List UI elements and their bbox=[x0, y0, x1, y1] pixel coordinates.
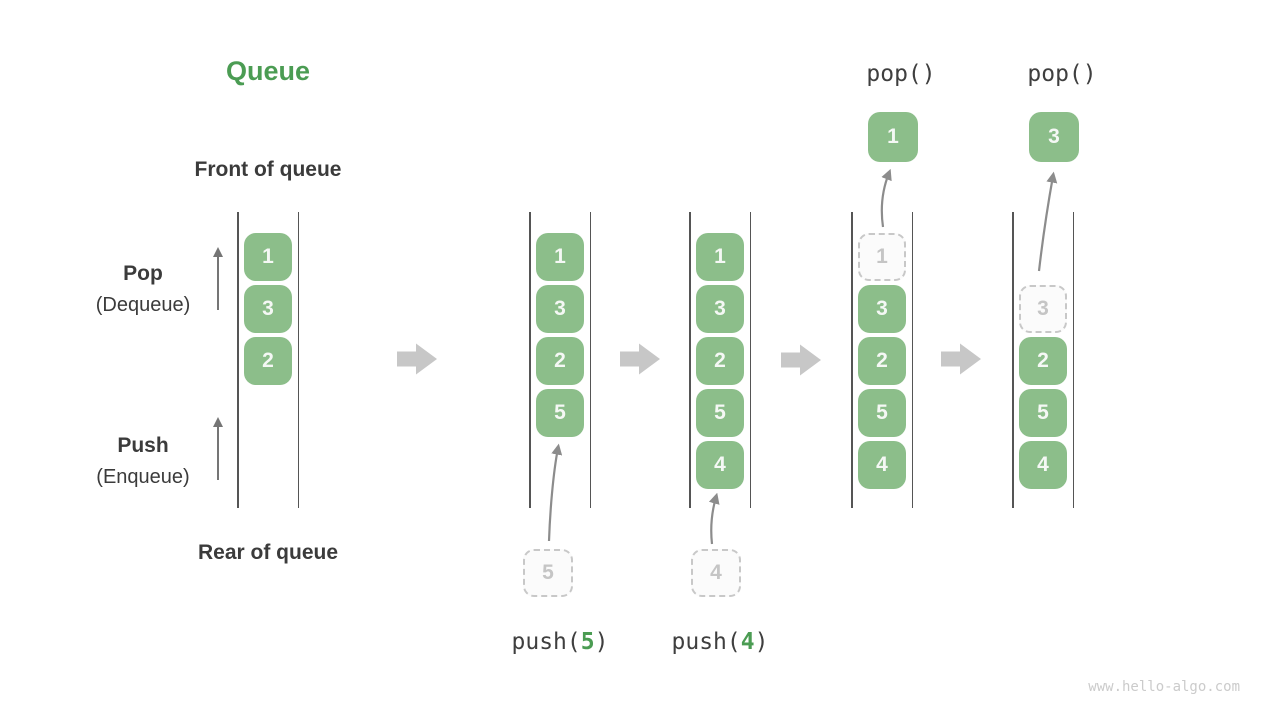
pop-arrow bbox=[880, 168, 892, 228]
queue-item-value: 3 bbox=[262, 297, 274, 320]
queue-rail bbox=[749, 212, 751, 508]
queue-item-value: 2 bbox=[1037, 349, 1049, 372]
queue-state-3: 1 3 2 5 4 bbox=[689, 212, 751, 508]
pop-operation-label: pop() bbox=[962, 61, 1162, 87]
queue-state-1: 1 3 2 bbox=[237, 212, 299, 508]
queue-item-4: 4 bbox=[696, 441, 744, 489]
queue-item-1: 1 bbox=[536, 233, 584, 281]
queue-state-2: 1 3 2 5 bbox=[529, 212, 591, 508]
queue-item-1-dashed: 1 bbox=[858, 233, 906, 281]
next-step-arrow-icon bbox=[397, 343, 437, 375]
queue-item-value: 1 bbox=[262, 245, 274, 268]
op-pre: push( bbox=[671, 629, 741, 655]
push-enqueue-label: Push (Enqueue) bbox=[58, 433, 228, 490]
pop-label-title: Pop bbox=[123, 262, 163, 285]
push-arrow bbox=[547, 443, 563, 542]
front-of-queue-label: Front of queue bbox=[194, 158, 342, 181]
queue-item-3: 3 bbox=[858, 285, 906, 333]
queue-item-2: 2 bbox=[244, 337, 292, 385]
queue-state-5: 3 2 5 4 bbox=[1012, 212, 1074, 508]
queue-item-value: 5 bbox=[554, 401, 566, 424]
queue-item-value: 5 bbox=[876, 401, 888, 424]
pushed-item-value: 4 bbox=[710, 561, 722, 584]
popped-item-value: 3 bbox=[1048, 125, 1060, 148]
next-step-arrow-icon bbox=[620, 343, 660, 375]
diagram-title: Queue bbox=[225, 56, 311, 86]
queue-item-value: 1 bbox=[554, 245, 566, 268]
pop-arrow bbox=[1037, 171, 1058, 272]
queue-item-1: 1 bbox=[696, 233, 744, 281]
op-post: ) bbox=[594, 629, 609, 655]
queue-rail bbox=[851, 212, 853, 508]
queue-item-value: 2 bbox=[554, 349, 566, 372]
op-pre: push( bbox=[511, 629, 581, 655]
queue-item-5: 5 bbox=[696, 389, 744, 437]
queue-item-value: 5 bbox=[714, 401, 726, 424]
queue-rail bbox=[1012, 212, 1014, 508]
queue-item-value: 1 bbox=[714, 245, 726, 268]
queue-item-1: 1 bbox=[244, 233, 292, 281]
queue-rail bbox=[911, 212, 913, 508]
queue-item-value: 3 bbox=[1037, 297, 1049, 320]
pop-label-subtitle: (Dequeue) bbox=[95, 294, 191, 316]
queue-item-3: 3 bbox=[536, 285, 584, 333]
queue-item-4: 4 bbox=[1019, 441, 1067, 489]
rear-of-queue-label: Rear of queue bbox=[197, 541, 339, 564]
push-operation-label: push(4) bbox=[620, 629, 820, 655]
op-pre: pop() bbox=[1027, 61, 1097, 87]
queue-rail bbox=[237, 212, 239, 508]
op-pre: pop() bbox=[866, 61, 936, 87]
popped-item-1: 1 bbox=[868, 112, 918, 162]
pushed-item-4: 4 bbox=[691, 549, 741, 597]
pop-dequeue-label: Pop (Dequeue) bbox=[58, 261, 228, 318]
queue-item-value: 3 bbox=[876, 297, 888, 320]
queue-rail bbox=[1072, 212, 1074, 508]
pushed-item-5: 5 bbox=[523, 549, 573, 597]
popped-item-value: 1 bbox=[887, 125, 899, 148]
queue-item-2: 2 bbox=[1019, 337, 1067, 385]
queue-item-2: 2 bbox=[858, 337, 906, 385]
queue-item-value: 4 bbox=[876, 453, 888, 476]
op-post: ) bbox=[754, 629, 769, 655]
queue-item-value: 1 bbox=[876, 245, 888, 268]
queue-item-value: 3 bbox=[714, 297, 726, 320]
next-step-arrow-icon bbox=[941, 343, 981, 375]
push-label-subtitle: (Enqueue) bbox=[96, 466, 190, 488]
next-step-arrow-icon bbox=[781, 344, 821, 376]
queue-rail bbox=[689, 212, 691, 508]
queue-item-value: 3 bbox=[554, 297, 566, 320]
queue-item-5: 5 bbox=[858, 389, 906, 437]
queue-item-3: 3 bbox=[244, 285, 292, 333]
queue-item-3-dashed: 3 bbox=[1019, 285, 1067, 333]
queue-item-value: 2 bbox=[876, 349, 888, 372]
pop-operation-label: pop() bbox=[801, 61, 1001, 87]
queue-item-value: 2 bbox=[714, 349, 726, 372]
watermark: www.hello-algo.com bbox=[1088, 679, 1240, 695]
op-arg: 4 bbox=[740, 629, 755, 655]
op-arg: 5 bbox=[580, 629, 595, 655]
queue-item-2: 2 bbox=[536, 337, 584, 385]
pushed-item-value: 5 bbox=[542, 561, 554, 584]
queue-rail bbox=[297, 212, 299, 508]
queue-item-value: 5 bbox=[1037, 401, 1049, 424]
push-operation-label: push(5) bbox=[460, 629, 660, 655]
queue-rail bbox=[589, 212, 591, 508]
queue-item-value: 4 bbox=[714, 453, 726, 476]
push-label-title: Push bbox=[117, 434, 169, 457]
queue-item-5: 5 bbox=[1019, 389, 1067, 437]
queue-item-4: 4 bbox=[858, 441, 906, 489]
push-arrow bbox=[708, 492, 720, 545]
popped-item-3: 3 bbox=[1029, 112, 1079, 162]
queue-item-5: 5 bbox=[536, 389, 584, 437]
queue-rail bbox=[529, 212, 531, 508]
queue-item-2: 2 bbox=[696, 337, 744, 385]
queue-item-3: 3 bbox=[696, 285, 744, 333]
queue-item-value: 4 bbox=[1037, 453, 1049, 476]
queue-item-value: 2 bbox=[262, 349, 274, 372]
queue-state-4: 1 3 2 5 4 bbox=[851, 212, 913, 508]
